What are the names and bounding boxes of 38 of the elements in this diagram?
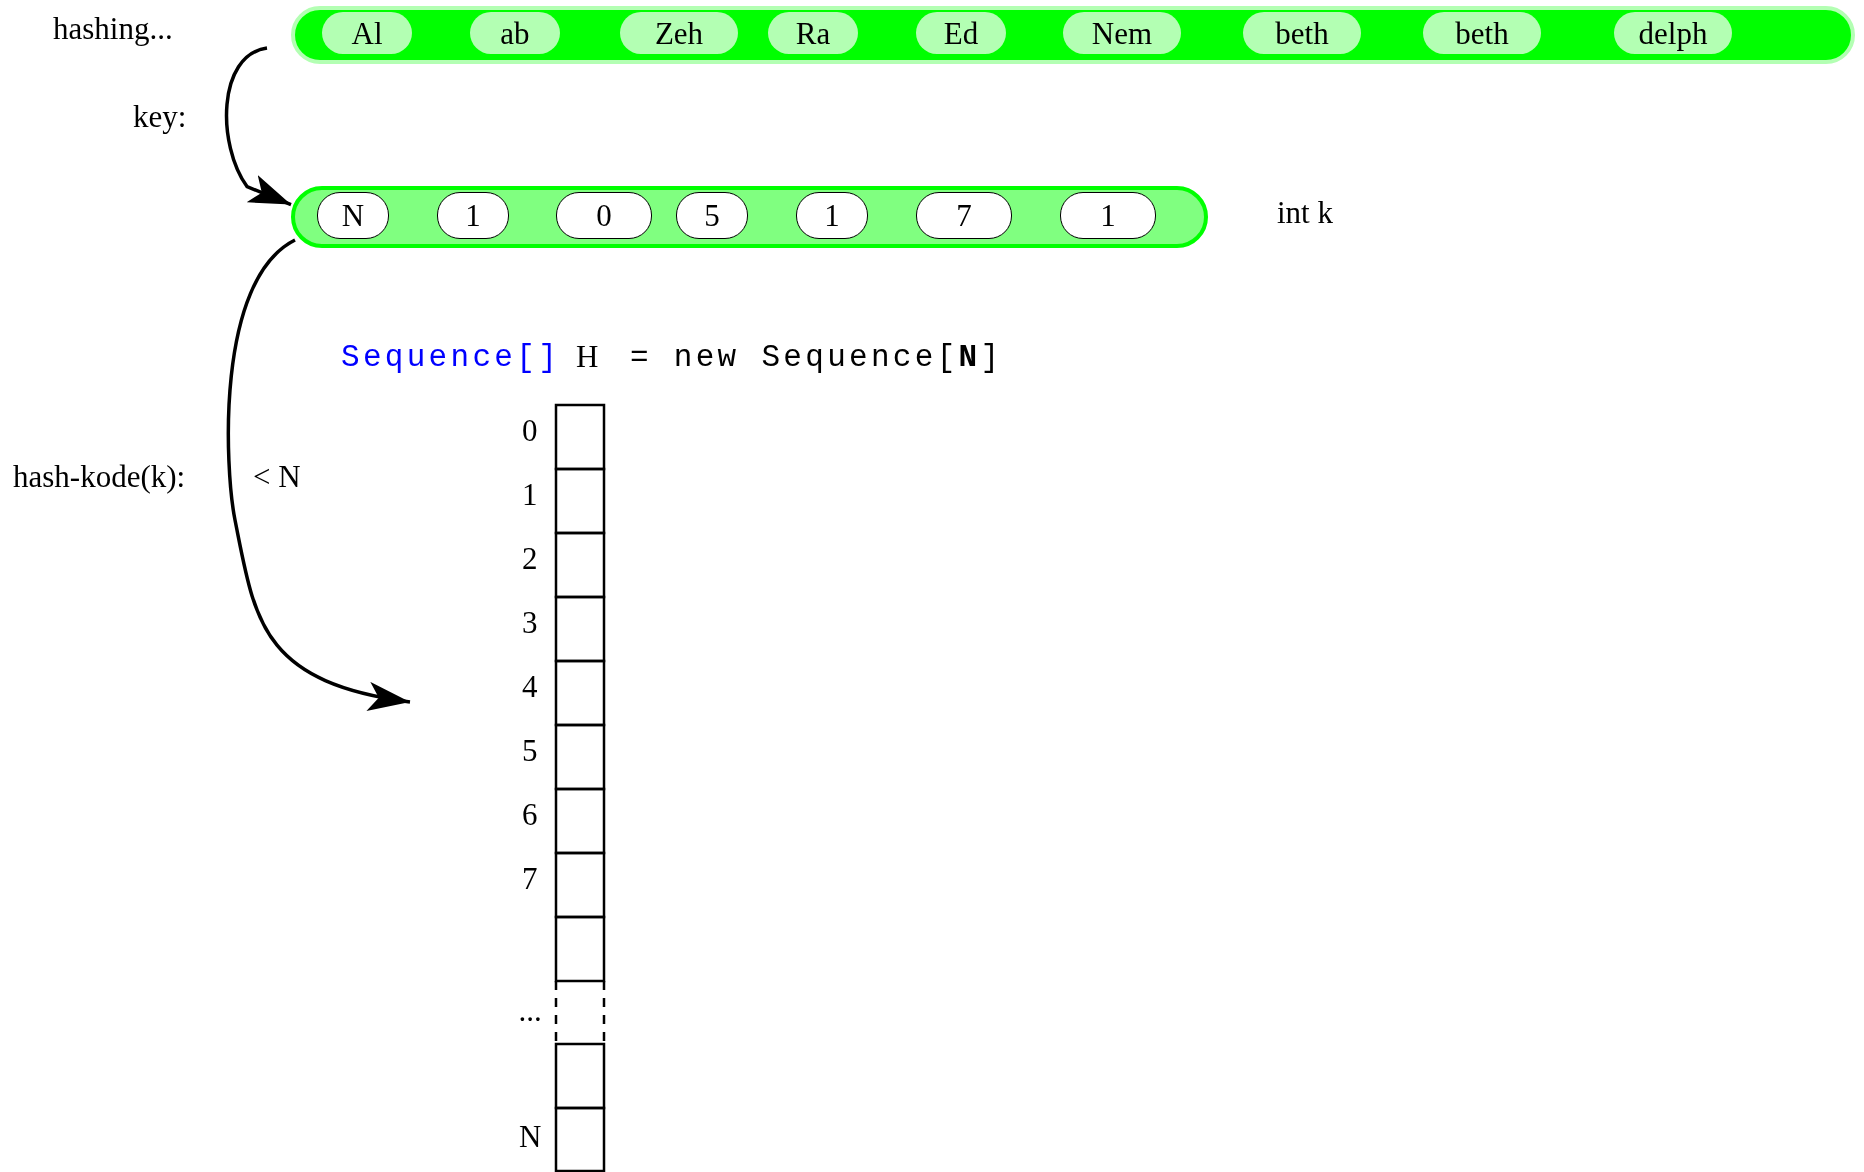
key-digit-pill: 7 [916, 192, 1012, 239]
caption-text: < N [253, 460, 301, 492]
index-number: 4 [522, 670, 538, 702]
index-number: 6 [522, 798, 538, 830]
key-name-pill: beth [1423, 12, 1541, 54]
key-name-pill: delph [1614, 12, 1732, 54]
capsule-bar-container [291, 186, 1208, 248]
key-digit-pill: N [317, 192, 389, 239]
key-digit-pill: 5 [676, 192, 748, 239]
key-name-pill: Al [322, 12, 412, 54]
key-name-pill: ab [470, 12, 560, 54]
ellipsis-text: ... [518, 994, 542, 1026]
code-text: = new Sequence[N] [630, 341, 1003, 373]
key-name-pill: Nem [1063, 12, 1181, 54]
index-number: 1 [522, 478, 538, 510]
key-name-pill: Ra [768, 12, 858, 54]
index-number: 0 [522, 414, 538, 446]
index-number: N [519, 1120, 542, 1152]
index-number: 5 [522, 734, 538, 766]
key-name-pill: beth [1243, 12, 1361, 54]
index-number: 7 [522, 862, 538, 894]
caption-text: hashing... [53, 12, 173, 44]
key-digit-pill: 0 [556, 192, 652, 239]
capsule-bar-container [291, 6, 1855, 64]
curved-arrow [224, 46, 292, 207]
key-name-pill: Ed [916, 12, 1006, 54]
caption-text: hash-kode(k): [13, 460, 186, 492]
key-digit-pill: 1 [1060, 192, 1156, 239]
caption-text: key: [133, 100, 187, 132]
key-name-pill: Zeh [620, 12, 738, 54]
type-text: int k [1277, 196, 1333, 228]
index-number: 2 [522, 542, 538, 574]
curved-arrow [226, 238, 411, 710]
index-number: 3 [522, 606, 538, 638]
code-text: Sequence[] [341, 341, 561, 373]
key-digit-pill: 1 [796, 192, 868, 239]
variable-text: H [576, 340, 599, 372]
key-digit-pill: 1 [437, 192, 509, 239]
